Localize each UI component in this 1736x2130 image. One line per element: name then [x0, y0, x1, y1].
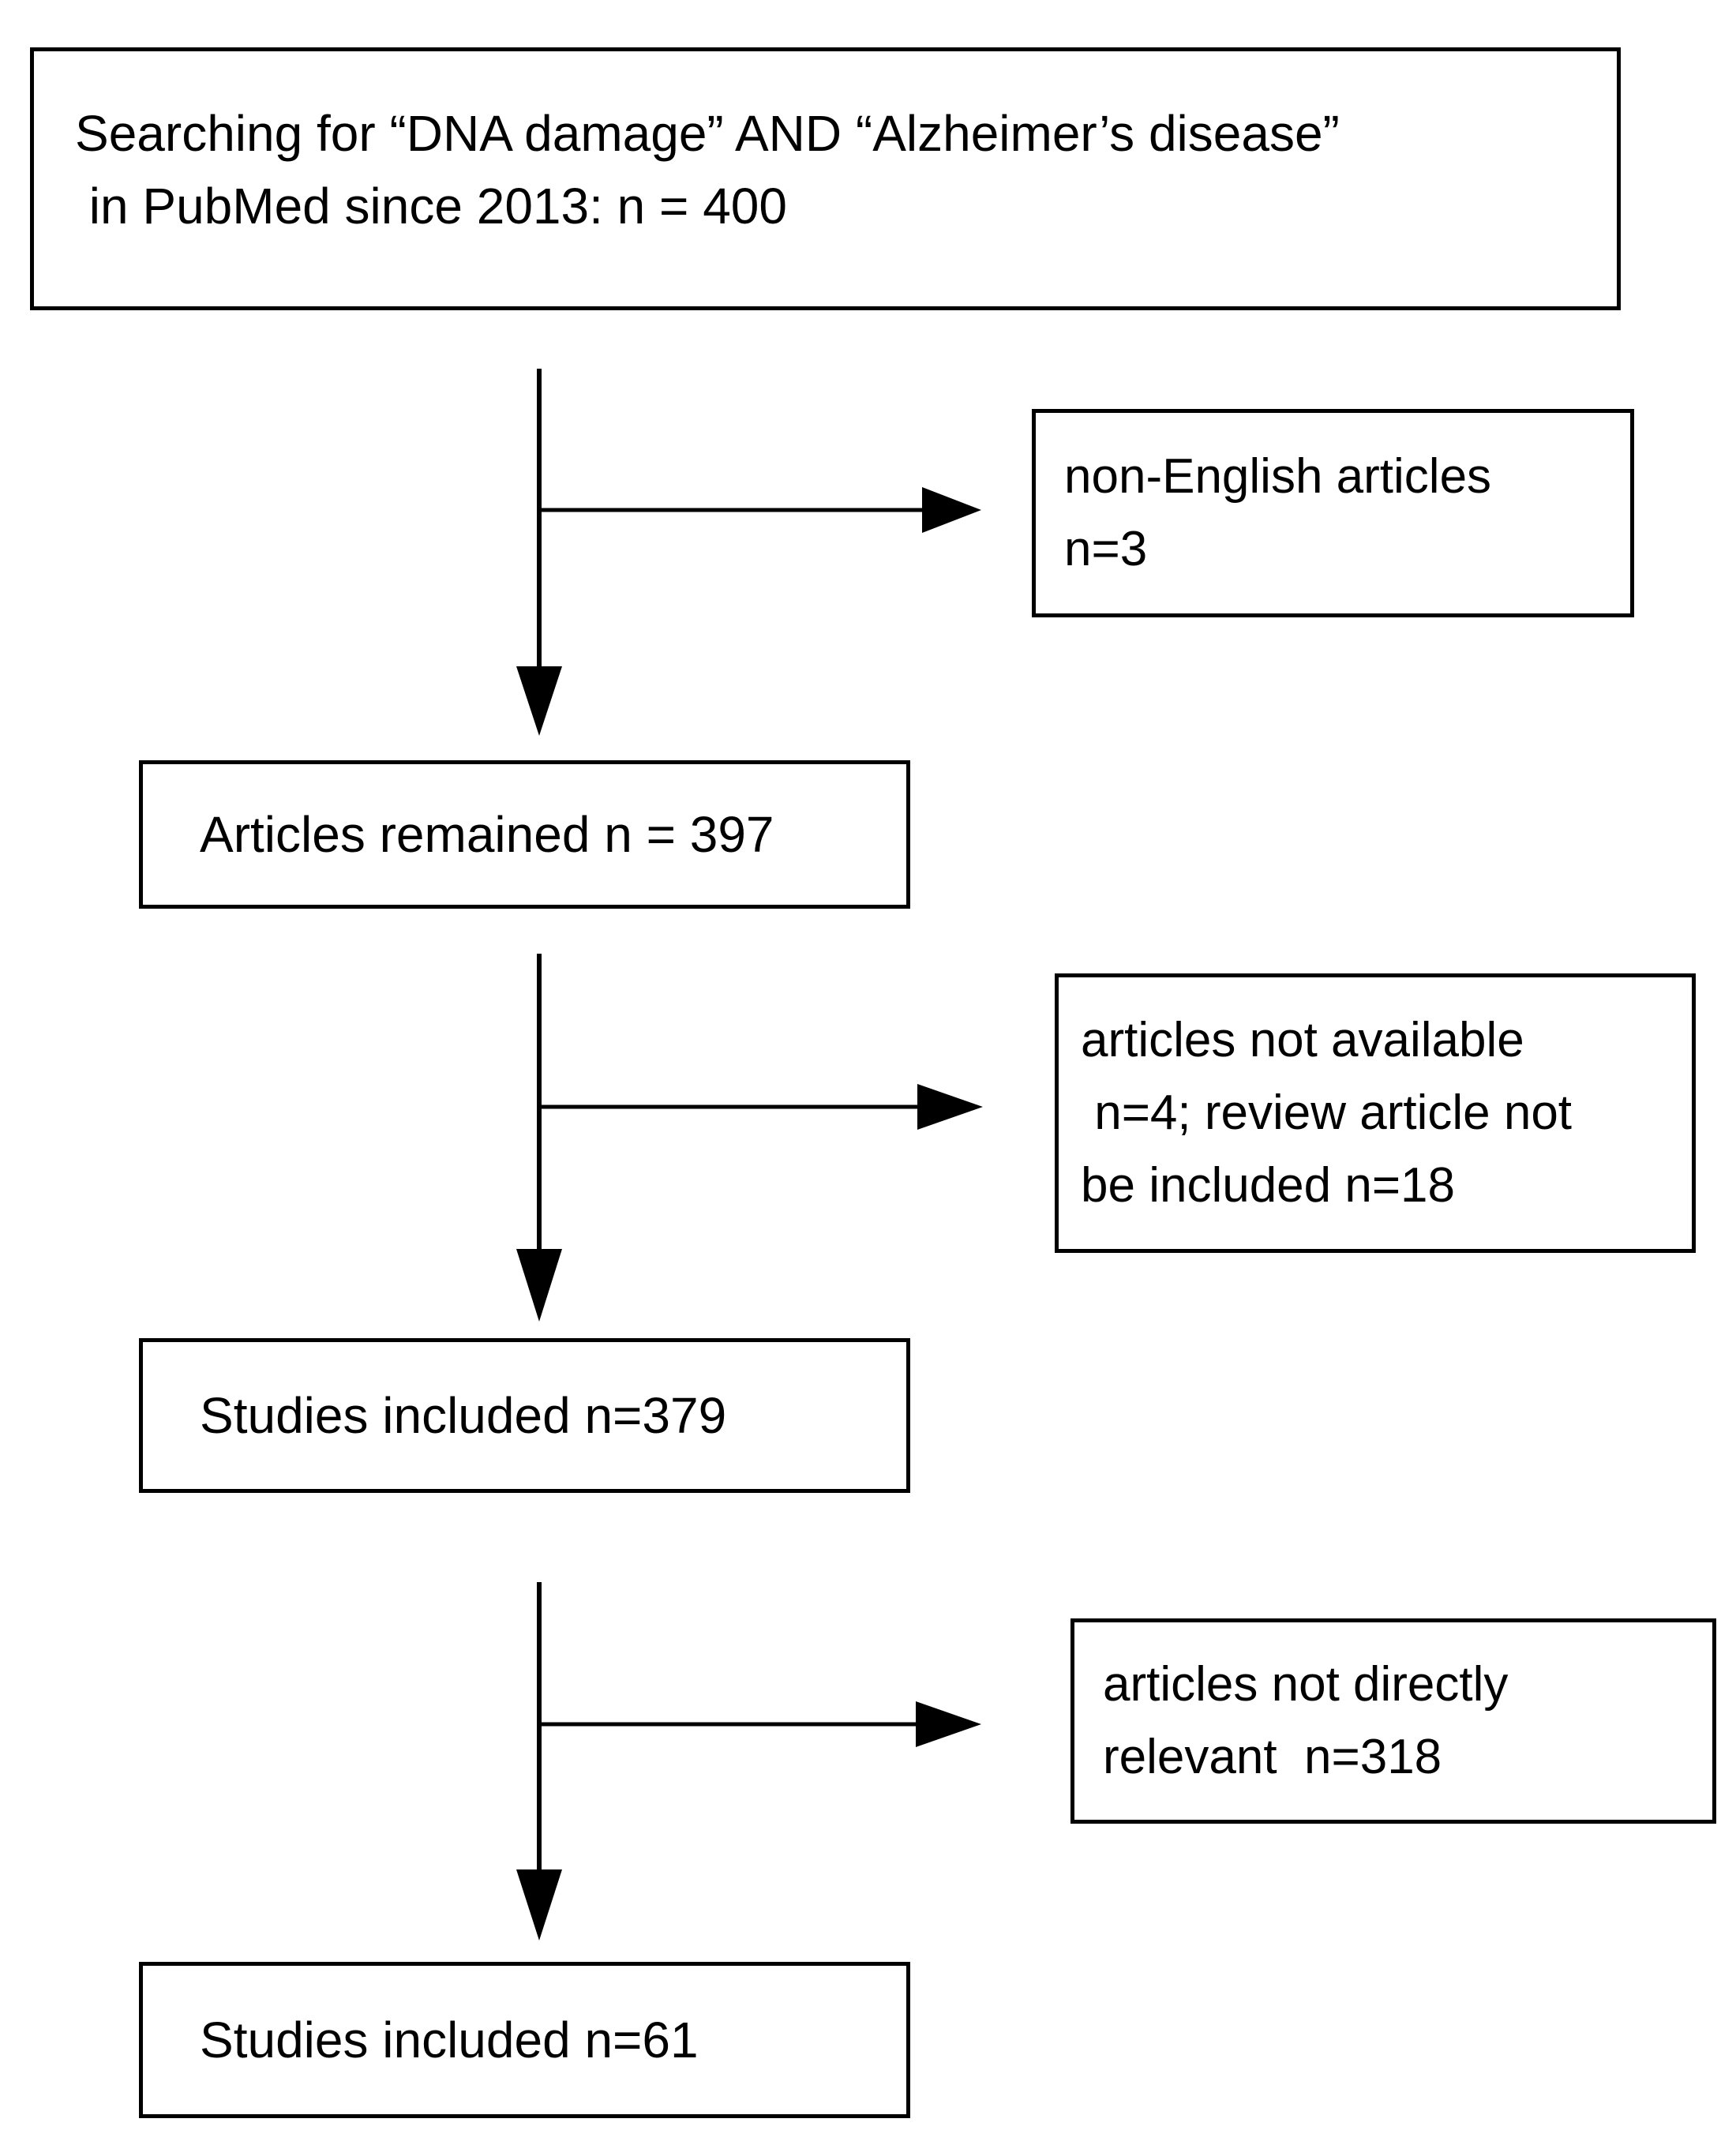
arrow-down-2-icon — [516, 1249, 562, 1322]
not-relevant-excluded-line-2: relevant n=318 — [1103, 1730, 1442, 1784]
not-relevant-excluded-box: articles not directly relevant n=318 — [1070, 1618, 1716, 1824]
connector-1 — [516, 369, 981, 736]
studies-included-379-label: Studies included n=379 — [200, 1387, 727, 1444]
not-available-excluded-line-3: be included n=18 — [1081, 1158, 1456, 1213]
arrow-down-1-icon — [516, 666, 562, 736]
arrow-right-3-icon — [916, 1701, 981, 1747]
connector-2 — [516, 954, 983, 1322]
not-relevant-excluded-line-1: articles not directly — [1103, 1657, 1509, 1712]
studies-included-61-box: Studies included n=61 — [139, 1962, 910, 2118]
arrow-right-1-icon — [922, 487, 981, 533]
studies-included-379-box: Studies included n=379 — [139, 1338, 910, 1493]
search-query-box: Searching for “DNA damage” AND “Alzheime… — [30, 47, 1621, 310]
arrow-down-3-icon — [516, 1869, 562, 1941]
non-english-excluded-line-1: non-English articles — [1064, 449, 1492, 504]
not-available-excluded-line-2: n=4; review article not — [1081, 1086, 1573, 1140]
non-english-excluded-line-2: n=3 — [1064, 522, 1148, 576]
articles-remained-box: Articles remained n = 397 — [139, 760, 910, 909]
not-available-excluded-box: articles not available n=4; review artic… — [1055, 973, 1696, 1253]
search-query-line-2: in PubMed since 2013: n = 400 — [75, 178, 787, 234]
connector-3 — [516, 1582, 981, 1941]
non-english-excluded-box: non-English articles n=3 — [1032, 409, 1634, 617]
search-query-line-1: Searching for “DNA damage” AND “Alzheime… — [75, 105, 1340, 162]
articles-remained-label: Articles remained n = 397 — [200, 806, 774, 863]
not-available-excluded-line-1: articles not available — [1081, 1013, 1524, 1067]
studies-included-61-label: Studies included n=61 — [200, 2012, 699, 2068]
arrow-right-2-icon — [917, 1084, 983, 1130]
